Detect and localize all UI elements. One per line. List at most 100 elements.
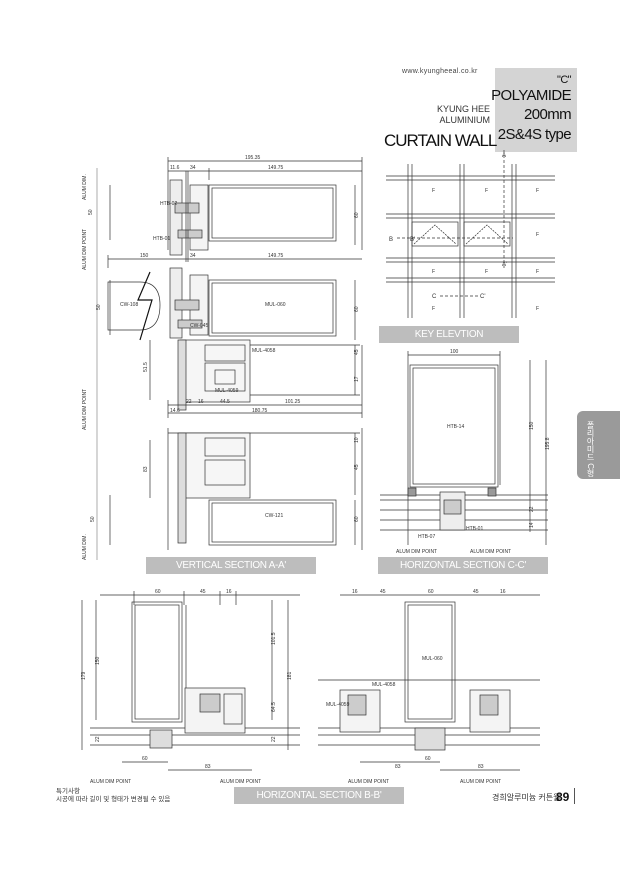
dim-v-mid-a: 150 <box>140 253 149 259</box>
dim-bbr-top-1: 16 <box>352 589 358 595</box>
dim-v-top-b: 34 <box>190 165 196 171</box>
dim-v-right-1: 60 <box>354 212 360 218</box>
bbl-dim-point-1: ALUM DIM POINT <box>90 779 131 785</box>
key-mark-c-prime: C' <box>480 294 485 300</box>
bbr-dim-point-2: ALUM DIM POINT <box>460 779 501 785</box>
key-f-1: F <box>432 188 435 194</box>
dim-bbl-top-1: 60 <box>155 589 161 595</box>
key-mark-c: C <box>432 294 437 300</box>
dim-bbl-right-1: 181 <box>287 671 293 680</box>
dim-v-bot-a: 22 <box>186 399 192 405</box>
key-mark-a: A <box>502 153 506 159</box>
dim-bbr-bottom-3: 83 <box>478 764 484 770</box>
part-bbr-mul-4058: MUL-4058 <box>372 682 396 688</box>
part-cw-045: CW-045 <box>190 323 208 329</box>
dim-v-left-1: 50 <box>88 209 94 215</box>
dim-v-bot-e: 14.6 <box>170 408 180 414</box>
part-htb-07: HTB-07 <box>418 534 435 540</box>
key-f-2: F <box>485 188 488 194</box>
dim-bbr-bottom-2: 83 <box>395 764 401 770</box>
dim-bbr-top-4: 45 <box>473 589 479 595</box>
dim-v-left-5: 50 <box>90 516 96 522</box>
brand-name: KYUNG HEE ALUMINIUM <box>418 104 490 126</box>
part-cw-108: CW-108 <box>120 302 138 308</box>
website-url: www.kyungheeal.co.kr <box>402 68 478 75</box>
dim-bbl-left-2: 150 <box>95 656 101 665</box>
key-f-5: F <box>432 269 435 275</box>
part-mul-4059: MUL-4059 <box>215 388 239 394</box>
title-depth: 200mm <box>523 106 572 123</box>
dim-v-right-2: 60 <box>354 306 360 312</box>
dim-v-bot-f: 180.75 <box>252 408 268 414</box>
dim-v-top-overall: 195.35 <box>245 155 261 161</box>
side-tab-label: 폴리아미드 C형 <box>586 421 595 477</box>
page-number: 89 <box>556 790 570 804</box>
dim-v-bot-b: 16 <box>198 399 204 405</box>
bbl-dim-point-2: ALUM DIM POINT <box>220 779 261 785</box>
part-cc-htb-01: HTB-01 <box>466 526 483 532</box>
dim-cc-top: 100 <box>450 349 459 355</box>
dim-bbl-bottom-2: 83 <box>205 764 211 770</box>
footnote: 특기사항 시공에 따라 길이 및 형태가 변경될 수 있음 <box>56 788 170 804</box>
dim-v-top-a: 11.6 <box>170 165 180 171</box>
part-htb-14: HTB-14 <box>447 424 464 430</box>
dim-bbl-top-3: 16 <box>226 589 232 595</box>
dim-bbl-bottom-1: 60 <box>142 756 148 762</box>
dim-cc-right-1: 150 <box>529 421 535 430</box>
dim-v-left-2: 50 <box>96 304 102 310</box>
title-c: "C" <box>557 74 572 86</box>
dim-v-left-4: 83 <box>143 466 149 472</box>
dim-bbl-left-3: 22 <box>95 736 101 742</box>
label-horizontal-section-cc: HORIZONTAL SECTION C-C' <box>378 557 548 574</box>
key-mark-a-prime: A' <box>502 262 507 268</box>
footnote-title: 특기사항 <box>56 788 80 795</box>
key-mark-b-prime: B' <box>410 237 415 243</box>
bbr-dim-point-1: ALUM DIM POINT <box>348 779 389 785</box>
dim-v-right-6: 45 <box>354 464 360 470</box>
label-vertical-section: VERTICAL SECTION A-A' <box>146 557 316 574</box>
dim-bbr-top-2: 45 <box>380 589 386 595</box>
part-bbr-mul-4059: MUL-4059 <box>326 702 350 708</box>
page-divider <box>574 788 575 804</box>
dim-v-bot-c: 44.5 <box>220 399 230 405</box>
label-key-elevation: KEY ELEVTION <box>379 326 519 343</box>
label-horizontal-section-bb: HORIZONTAL SECTION B-B' <box>234 787 404 804</box>
dim-bbl-top-2: 45 <box>200 589 206 595</box>
part-mul-4058: MUL-4058 <box>252 348 276 354</box>
key-f-9: F <box>536 306 539 312</box>
dim-v-right-4: 17 <box>354 376 360 382</box>
part-cw-121: CW-121 <box>265 513 283 519</box>
part-bbr-mul-060: MUL-060 <box>422 656 443 662</box>
side-tab[interactable]: 폴리아미드 C형 <box>577 411 620 479</box>
key-f-6: F <box>485 269 488 275</box>
dim-v-bot-d: 101.25 <box>285 399 301 405</box>
product-title: CURTAIN WALL <box>384 131 497 150</box>
axis-label-dim-point-1: ALUM DIM POINT <box>82 229 88 270</box>
part-mul-060: MUL-060 <box>265 302 286 308</box>
key-f-3: F <box>536 188 539 194</box>
dim-bbr-top-3: 60 <box>428 589 434 595</box>
footnote-body: 시공에 따라 길이 및 형태가 변경될 수 있음 <box>56 796 171 803</box>
dim-bbl-right-3: 64.5 <box>271 702 277 712</box>
dim-v-mid-c: 149.75 <box>268 253 284 259</box>
title-box: "C" POLYAMIDE 200mm 2S&4S type <box>491 68 577 152</box>
key-f-7: F <box>536 269 539 275</box>
key-f-8: F <box>432 306 435 312</box>
part-htb-02: HTB-02 <box>160 201 177 207</box>
dim-v-mid-b: 34 <box>190 253 196 259</box>
axis-label-alum-dim-bot: ALUM DIM. <box>82 534 88 560</box>
dim-bbr-bottom-1: 60 <box>425 756 431 762</box>
axis-label-alum-dim-top: ALUM DIM. <box>82 174 88 200</box>
dim-bbr-top-5: 16 <box>500 589 506 595</box>
key-mark-b: B <box>389 237 393 243</box>
part-htb-01: HTB-01 <box>153 236 170 242</box>
axis-label-dim-point-2: ALUM DIM POINT <box>82 389 88 430</box>
title-type: 2S&4S type <box>497 126 572 143</box>
brand-line-1: KYUNG HEE <box>436 104 490 114</box>
dim-bbl-left-1: 179 <box>81 671 87 680</box>
dim-cc-small-1: 22 <box>529 506 535 512</box>
dim-bbl-right-2: 101.5 <box>271 632 277 645</box>
dim-v-top-c: 149.75 <box>268 165 284 171</box>
dim-v-right-5: 10 <box>354 437 360 443</box>
